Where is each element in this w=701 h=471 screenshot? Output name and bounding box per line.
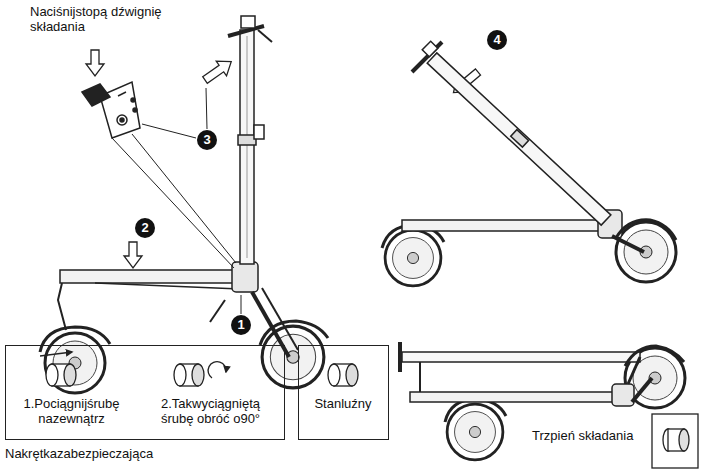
rear-bracket (58, 283, 66, 330)
brake-lever (258, 30, 272, 42)
part-name-text: Nakrętkazabezpieczająca (5, 446, 153, 461)
rear-wheel (385, 230, 441, 286)
fork (262, 288, 298, 350)
bolt-pull-icon (64, 364, 76, 386)
fold-lever-inset (82, 84, 110, 106)
bolt-rotate-icon (208, 362, 226, 378)
front-fender (616, 220, 676, 240)
instruction-note: Naciśnijstopą dźwignię składania (30, 4, 165, 34)
bolt-loose-icon (328, 364, 340, 386)
box-text: Stanluźny (303, 396, 383, 411)
part-name-text: Trzpień składania (532, 428, 633, 443)
box-text: 2.Takwyciągniętą śrubę obróć o90° (143, 396, 278, 426)
fold-lever-inset (133, 108, 137, 112)
callout-number-text: 4 (493, 32, 500, 47)
stem-edge (247, 36, 248, 258)
state-box: Stanluźny (298, 345, 389, 440)
fold-lever-inset (117, 115, 127, 125)
instruction-note-text: Naciśnijstopą dźwignię składania (30, 4, 162, 34)
display (422, 41, 438, 57)
kickstand (210, 300, 225, 322)
callout-number: 4 (487, 30, 507, 50)
leader-line (112, 88, 241, 314)
fold-lever-inset (82, 82, 140, 138)
callout-number: 3 (197, 130, 217, 150)
handlebar (412, 42, 442, 72)
stem (402, 352, 640, 362)
bolt-loose-icon (328, 364, 358, 386)
fold-lever-inset (131, 98, 135, 102)
fold-pin-inset (652, 414, 698, 468)
hollow-arrow (86, 50, 104, 76)
leader-line (142, 124, 196, 138)
deck (60, 270, 255, 283)
leader-line (206, 88, 207, 129)
callout-number-text: 3 (203, 132, 210, 147)
fork (632, 378, 652, 402)
rear-wheel (447, 404, 503, 460)
bolt-rotate-icon (174, 364, 186, 386)
scooter-folding (382, 41, 676, 286)
leader-line (112, 138, 234, 268)
callout-number-text: 1 (237, 317, 244, 332)
stem (427, 53, 611, 225)
stem (240, 30, 254, 264)
fold-hook (419, 362, 421, 392)
deck-frame (95, 283, 240, 289)
callout-number-text: 2 (141, 220, 148, 235)
leader-line (241, 295, 242, 314)
scooter-folded (400, 342, 685, 460)
bolt-rotate-icon (174, 362, 226, 386)
fold-hinge (232, 262, 258, 292)
bolt-loose-icon (346, 364, 358, 386)
display (241, 16, 255, 28)
fold-lever-inset (100, 82, 140, 138)
box-text: 1.Pociągnijśrubę nazewnątrz (14, 396, 129, 426)
callout-number: 2 (135, 218, 155, 238)
fold-pin-inset (679, 429, 689, 451)
scooter-unfolded (40, 16, 328, 393)
rear-wheel (45, 333, 105, 393)
leader-line (132, 134, 236, 263)
front-wheel (262, 326, 324, 388)
front-fender (260, 321, 328, 345)
fold-pin-inset (652, 414, 698, 468)
stem-clamp (511, 130, 529, 147)
callout-number: 1 (231, 315, 251, 335)
bolt-pull-icon (40, 352, 76, 386)
bolt-pull-icon (40, 352, 72, 356)
deck (402, 220, 602, 231)
handlebar (398, 342, 402, 372)
front-light (254, 125, 264, 139)
bolt-pull-icon (46, 364, 58, 386)
deck (410, 392, 615, 402)
fold-hinge (612, 384, 634, 406)
front-wheel (616, 222, 676, 282)
bolt-rotate-icon (192, 364, 204, 386)
part-name: Nakrętkazabezpieczająca (5, 446, 153, 461)
rear-fender (40, 327, 110, 352)
fold-lever-inset (120, 118, 124, 122)
part-name: Trzpień składania (532, 428, 633, 443)
hollow-arrow (200, 54, 237, 87)
front-fender (625, 346, 684, 366)
hollow-arrow (124, 242, 142, 268)
fold-lever-inset (118, 92, 126, 96)
instruction-box: 1.Pociągnijśrubę nazewnątrz 2.Takwyciągni… (5, 345, 285, 440)
